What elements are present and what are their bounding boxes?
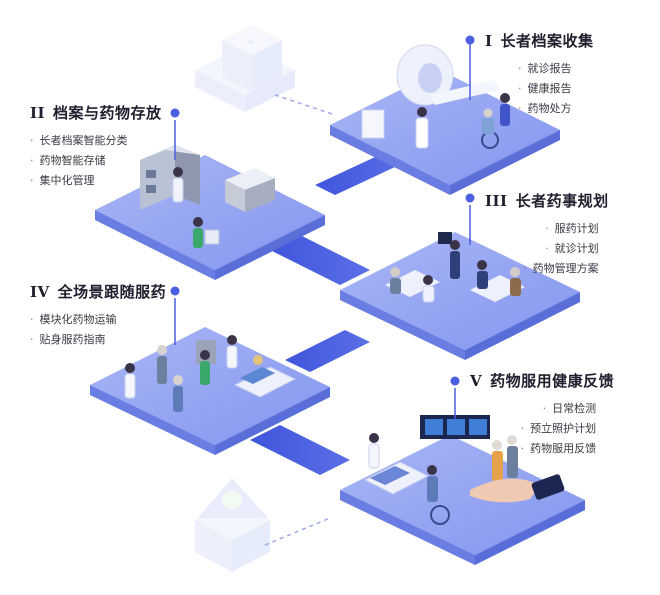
location-pin-icon xyxy=(465,193,475,245)
platform-4 xyxy=(90,327,330,455)
platform-3 xyxy=(340,232,580,360)
list-item: 预立照护计划 xyxy=(470,419,596,439)
list-item: 日常检测 xyxy=(470,399,596,419)
location-pin-icon xyxy=(465,35,475,100)
list-item: 集中化管理 xyxy=(30,171,162,191)
list-item: 长者档案智能分类 xyxy=(30,131,162,151)
platform-5 xyxy=(340,415,585,565)
svg-text:+: + xyxy=(247,37,255,48)
list-item: 健康报告 xyxy=(485,79,572,99)
list-item: 服药计划 xyxy=(485,219,599,239)
list-item: 药物服用反馈 xyxy=(470,439,596,459)
location-pin-icon xyxy=(450,376,460,420)
list-item: 就诊报告 xyxy=(485,59,572,79)
list-item: 模块化药物运输 xyxy=(30,310,166,330)
dashed-link xyxy=(264,517,331,546)
list-item: 贴身服药指南 xyxy=(30,330,166,350)
dashed-link xyxy=(274,94,336,116)
location-pin-icon xyxy=(170,286,180,345)
list-item: 药物管理方案 xyxy=(485,259,599,279)
list-item: 药物智能存储 xyxy=(30,151,162,171)
list-item: 药物处方 xyxy=(485,99,572,119)
home-building-icon xyxy=(195,478,270,572)
location-pin-icon xyxy=(170,108,180,160)
list-item: 就诊计划 xyxy=(485,239,599,259)
hospital-building-icon: + xyxy=(195,25,295,112)
